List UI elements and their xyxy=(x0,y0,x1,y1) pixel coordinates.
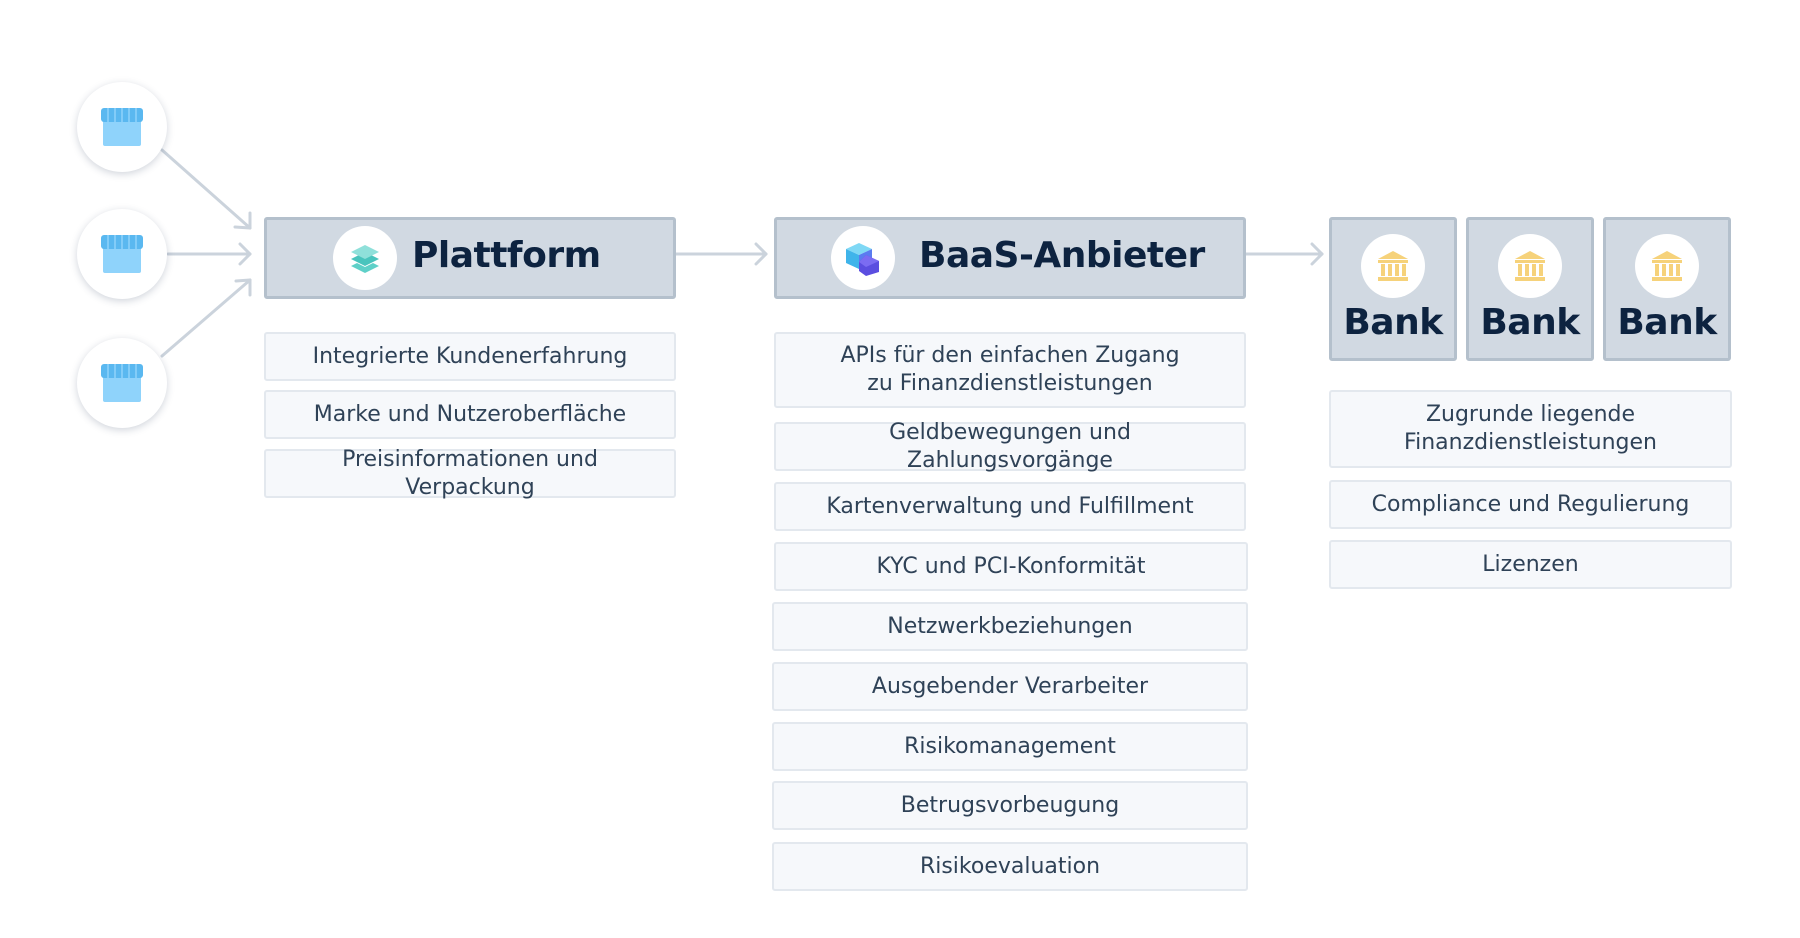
shop-node-2 xyxy=(77,209,167,299)
bank-item: Compliance und Regulierung xyxy=(1329,480,1732,529)
arrowhead-baas-to-banks xyxy=(1310,242,1324,266)
bank-box-2: Bank xyxy=(1466,217,1594,361)
platform-item: Preisinformationen und Verpackung xyxy=(264,447,676,500)
baas-header: BaaS-Anbieter xyxy=(774,217,1246,299)
baas-item: Netzwerkbeziehungen xyxy=(772,602,1248,651)
bank-label: Bank xyxy=(1343,302,1443,343)
baas-item: APIs für den einfachen Zugang zu Finanzd… xyxy=(774,332,1246,408)
bank-item: Zugrunde liegende Finanzdienstleistungen xyxy=(1329,390,1732,468)
baas-item: Geldbewegungen und Zahlungsvorgänge xyxy=(774,420,1246,473)
bank-box-3: Bank xyxy=(1603,217,1731,361)
platform-header: Plattform xyxy=(264,217,676,299)
storefront-icon xyxy=(101,364,143,402)
platform-item: Integrierte Kundenerfahrung xyxy=(264,332,676,381)
bank-label: Bank xyxy=(1617,302,1717,343)
arrowhead-shop-3 xyxy=(234,278,252,297)
baas-item: Risikoevaluation xyxy=(772,842,1248,891)
shop-node-3 xyxy=(77,338,167,428)
bank-icon-circle xyxy=(1361,234,1425,298)
baas-item: Betrugsvorbeugung xyxy=(772,781,1248,830)
baas-title: BaaS-Anbieter xyxy=(919,235,1205,276)
baas-item: Risikomanagement xyxy=(772,722,1248,771)
baas-icon-circle xyxy=(831,226,895,290)
platform-item: Marke und Nutzeroberfläche xyxy=(264,390,676,439)
bank-icon-circle xyxy=(1635,234,1699,298)
storefront-icon xyxy=(101,108,143,146)
arrowhead-shop-1 xyxy=(233,211,252,230)
platform-icon-circle xyxy=(333,226,397,290)
layers-icon xyxy=(351,245,379,273)
bank-building-icon xyxy=(1652,251,1682,281)
bank-building-icon xyxy=(1378,251,1408,281)
cube-icon xyxy=(846,243,879,276)
bank-icon-circle xyxy=(1498,234,1562,298)
baas-item: KYC und PCI-Konformität xyxy=(774,542,1248,591)
arrow-shop-1-to-platform xyxy=(160,148,252,230)
shop-node-1 xyxy=(77,82,167,172)
baas-item: Kartenverwaltung und Fulfillment xyxy=(774,482,1246,531)
bank-label: Bank xyxy=(1480,302,1580,343)
storefront-icon xyxy=(101,235,143,273)
arrowhead-platform-to-baas xyxy=(754,242,768,266)
arrowhead-shop-2 xyxy=(238,242,252,266)
bank-building-icon xyxy=(1515,251,1545,281)
bank-item: Lizenzen xyxy=(1329,540,1732,589)
platform-title: Plattform xyxy=(412,235,601,276)
baas-item: Ausgebender Verarbeiter xyxy=(772,662,1248,711)
arrow-shop-3-to-platform xyxy=(160,278,252,358)
bank-box-1: Bank xyxy=(1329,217,1457,361)
